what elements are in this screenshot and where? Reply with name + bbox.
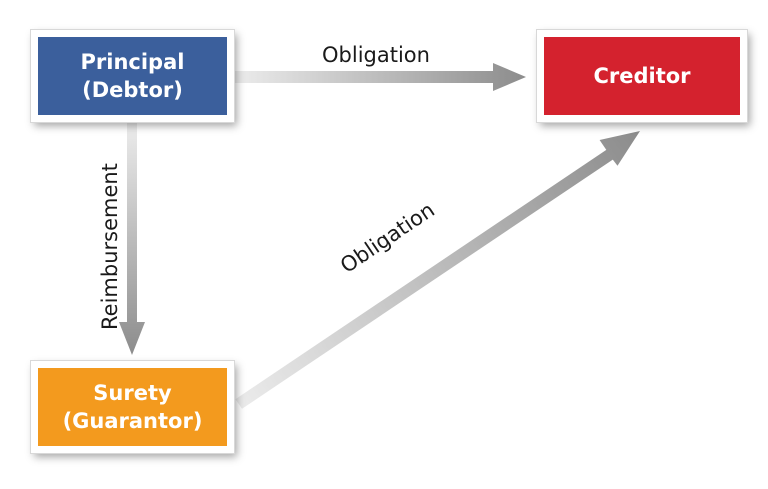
- principal-debtor-box: Principal (Debtor): [31, 30, 234, 122]
- debtor-label: (Debtor): [82, 78, 183, 102]
- principal-label: Principal: [80, 50, 185, 74]
- obligation-arrow-top: [235, 63, 526, 91]
- obligation-label-top: Obligation: [322, 43, 430, 67]
- surety-guarantor-box: Surety (Guarantor): [31, 361, 234, 453]
- reimbursement-label: Reimbursement: [98, 163, 122, 330]
- creditor-box: Creditor: [537, 30, 747, 122]
- guarantor-label: (Guarantor): [62, 409, 203, 433]
- reimbursement-arrow: [119, 123, 145, 355]
- creditor-label: Creditor: [593, 64, 691, 88]
- obligation-arrow-diagonal: [235, 131, 640, 409]
- surety-label: Surety: [93, 381, 172, 405]
